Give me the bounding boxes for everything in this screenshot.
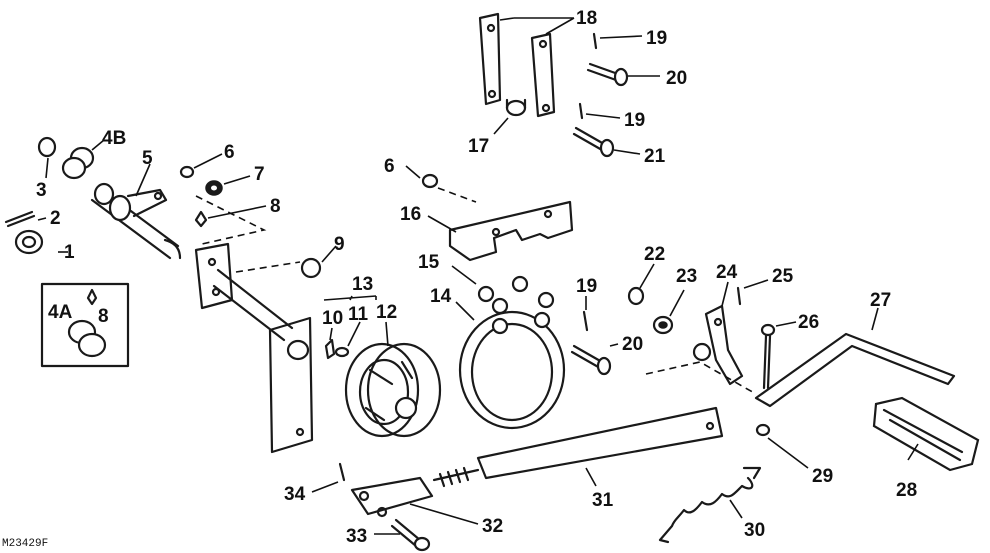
callout-6b: 6 xyxy=(384,156,395,177)
callout-34: 34 xyxy=(284,484,306,505)
part-pin-top xyxy=(586,62,629,87)
callout-7: 7 xyxy=(254,164,265,185)
assembly-dashed-lines xyxy=(195,187,757,395)
callout-21: 21 xyxy=(644,146,666,167)
part-brake-band xyxy=(458,275,566,430)
part-cotter-pins-top xyxy=(578,32,598,120)
callout-18: 18 xyxy=(576,8,597,29)
callout-25: 25 xyxy=(772,266,794,287)
part-pedal-shaft-lever xyxy=(194,242,314,454)
part-roll-pin xyxy=(736,286,742,306)
callout-19b: 19 xyxy=(624,110,645,131)
leader-lines xyxy=(37,17,919,535)
part-pedal-pad xyxy=(872,396,980,472)
part-screw-6-right xyxy=(421,173,439,189)
part-screw-6 xyxy=(179,165,195,179)
callout-5: 5 xyxy=(142,148,153,169)
part-clevis xyxy=(350,476,434,518)
callout-19c: 19 xyxy=(576,276,597,297)
part-washer-7 xyxy=(205,180,223,196)
part-brake-drum xyxy=(344,342,442,438)
document-id: M23429F xyxy=(2,538,48,550)
callout-17: 17 xyxy=(468,136,489,157)
part-brake-rod xyxy=(432,406,724,488)
callout-4b: 4B xyxy=(102,128,126,149)
callout-15: 15 xyxy=(418,252,440,273)
part-washer-1 xyxy=(14,229,44,255)
callout-4a: 4A xyxy=(48,302,73,323)
part-brake-shaft xyxy=(90,182,182,260)
callout-8: 8 xyxy=(270,196,281,217)
part-pin-mid xyxy=(570,344,612,376)
callout-8-inset: 8 xyxy=(98,306,109,327)
part-bolt xyxy=(760,323,776,390)
inset-box xyxy=(40,282,130,368)
callout-28: 28 xyxy=(896,480,917,501)
callout-22: 22 xyxy=(644,244,665,265)
part-cotter-pin-mid xyxy=(582,310,589,332)
callout-1: 1 xyxy=(64,242,75,263)
part-snap-ring-22 xyxy=(627,286,645,306)
part-pin-33 xyxy=(390,518,431,552)
part-nut-29 xyxy=(755,423,771,437)
callout-labels: 1 2 3 4B 4A 5 6 7 8 8 9 10 11 12 13 14 1… xyxy=(2,8,917,550)
callout-26: 26 xyxy=(798,312,819,333)
part-pin-21 xyxy=(572,126,615,158)
callout-20b: 20 xyxy=(622,334,643,355)
part-nut-9 xyxy=(300,257,322,279)
callout-10: 10 xyxy=(322,308,343,329)
callout-31: 31 xyxy=(592,490,614,511)
callout-12: 12 xyxy=(376,302,397,323)
callout-27: 27 xyxy=(870,290,891,311)
part-bushing xyxy=(505,98,527,117)
callout-32: 32 xyxy=(482,516,503,537)
part-return-spring xyxy=(658,466,762,544)
part-cotter-pin-34 xyxy=(338,462,346,482)
callout-20a: 20 xyxy=(666,68,687,89)
callout-11: 11 xyxy=(348,304,369,325)
callout-2: 2 xyxy=(50,208,61,229)
callout-24: 24 xyxy=(716,262,738,283)
part-key-10-11 xyxy=(324,338,350,360)
part-pedal-rod xyxy=(754,332,956,408)
callout-6: 6 xyxy=(224,142,235,163)
callout-13: 13 xyxy=(352,274,373,295)
part-bracket xyxy=(448,200,574,262)
callout-30: 30 xyxy=(744,520,765,541)
callout-14: 14 xyxy=(430,286,452,307)
callout-19a: 19 xyxy=(646,28,667,49)
part-bushing-4b xyxy=(61,146,95,180)
part-cotter-pin-2 xyxy=(4,210,36,228)
part-washer-23 xyxy=(652,315,674,335)
callout-23: 23 xyxy=(676,266,697,287)
part-snap-ring xyxy=(37,136,57,158)
part-hanger-straps xyxy=(478,12,556,118)
callout-33: 33 xyxy=(346,526,367,547)
callout-29: 29 xyxy=(812,466,833,487)
part-key-8 xyxy=(194,210,208,228)
callout-9: 9 xyxy=(334,234,345,255)
callout-16: 16 xyxy=(400,204,421,225)
callout-3: 3 xyxy=(36,180,47,201)
